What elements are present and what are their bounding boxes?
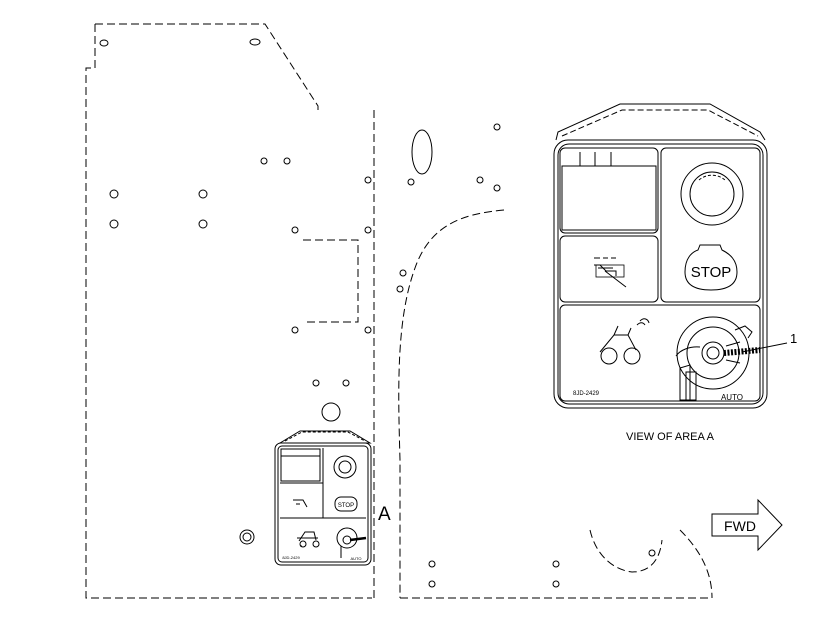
callout-leader-line (741, 342, 788, 353)
small-control-panel (274, 430, 372, 566)
fwd-arrow-icon (711, 498, 783, 552)
large-panel-key-label: AUTO (721, 393, 743, 402)
small-panel-stop-label: STOP (338, 503, 354, 509)
large-control-panel (553, 103, 768, 409)
large-panel-part-code: 8JD-2429 (573, 391, 600, 397)
machine-body-outline (85, 23, 713, 599)
small-panel-part-code: 8JD-2429 (282, 555, 300, 560)
area-letter: A (378, 504, 391, 525)
fwd-arrow-label: FWD (724, 518, 756, 534)
callout-number: 1 (790, 331, 797, 346)
small-panel-key-label: AUTO (350, 556, 361, 561)
mounting-holes (99, 38, 656, 588)
large-panel-stop-label: STOP (691, 264, 732, 281)
view-title: VIEW OF AREA A (626, 431, 715, 443)
